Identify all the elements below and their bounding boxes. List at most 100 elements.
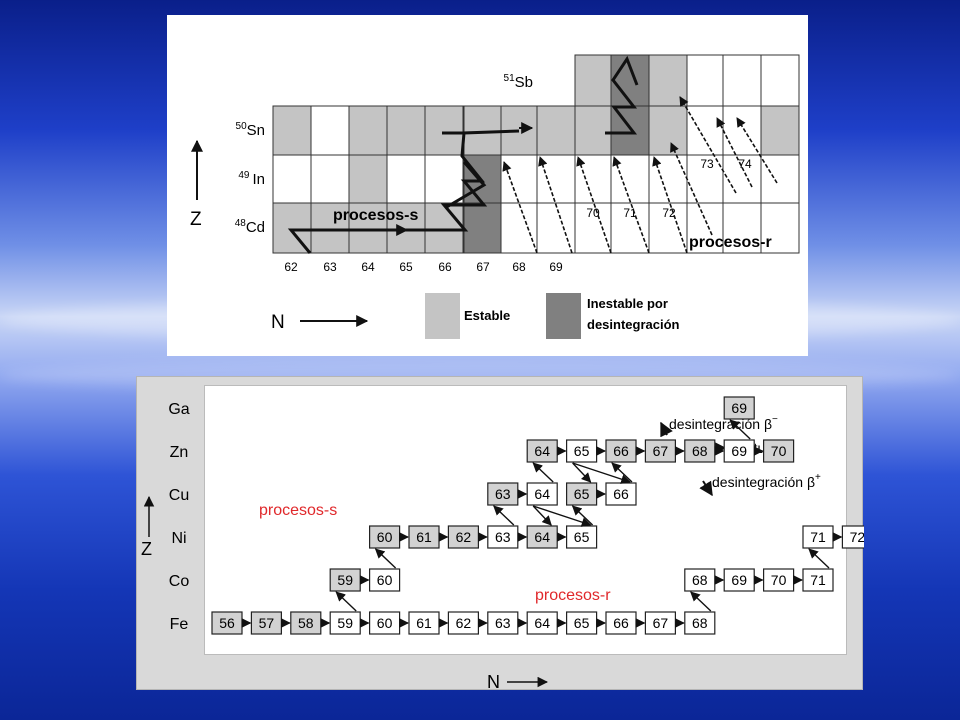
nuclide-box-label: 59: [337, 572, 353, 588]
legend-beta-minus: desintegración β−: [669, 414, 778, 432]
beta-minus-icon: [660, 421, 673, 438]
r-process-arrow: [538, 156, 573, 254]
s-process-path: [444, 161, 487, 210]
nuclide-cell: [348, 202, 388, 254]
r-process-arrow: [502, 161, 538, 254]
r-process-arrow: [612, 156, 650, 254]
legend-unstable-swatch: [546, 293, 581, 339]
nuclide-box: 62: [447, 525, 479, 549]
n-tick-65: 65: [399, 260, 413, 274]
nuclide-cell: [574, 154, 614, 205]
nuclide-box: 69: [723, 568, 755, 592]
bottom-transition-arrows: [241, 419, 843, 628]
cell-number-74: 74: [738, 157, 752, 171]
nuclide-box: 68: [684, 611, 716, 635]
nuclide-box-label: 64: [534, 486, 550, 502]
nuclide-box: 71: [802, 525, 834, 549]
bottom-nuclide-chart-panel: Ga Zn Cu Ni Co Fe Z N procesos-s proceso…: [136, 376, 864, 691]
nuclide-box-label: 63: [495, 615, 511, 631]
nuclide-box-label: 59: [337, 615, 353, 631]
nuclide-box-label: 56: [219, 615, 235, 631]
n-tick-63: 63: [323, 260, 337, 274]
nuclide-box: 65: [566, 525, 598, 549]
nuclide-box-label: 58: [298, 615, 314, 631]
n-axis-label: N: [487, 672, 500, 691]
nuclide-cell: [310, 154, 350, 205]
nuclide-box-label: 62: [456, 529, 472, 545]
nuclide-cell: [722, 105, 762, 156]
label-fe: Fe: [170, 616, 189, 633]
nuclide-cell: [648, 105, 688, 156]
bottom-chart-svg: Ga Zn Cu Ni Co Fe Z N procesos-s proceso…: [141, 396, 864, 691]
nuclide-box-label: 65: [574, 486, 590, 502]
label-zn: Zn: [170, 444, 189, 461]
nuclide-box: 64: [526, 611, 558, 635]
label-cu: Cu: [169, 487, 189, 504]
nuclide-box-label: 60: [377, 572, 393, 588]
nuclide-box: 71: [802, 568, 834, 592]
nuclide-box: 63: [487, 611, 519, 635]
nuclide-box-label: 64: [534, 615, 550, 631]
transition-arrow: [493, 505, 515, 526]
r-process-arrow: [679, 96, 737, 194]
nuclide-box: 60: [369, 611, 401, 635]
nuclide-box-frame: [841, 525, 864, 549]
nuclide-box-frame: [802, 568, 834, 592]
r-process-arrows: [502, 96, 778, 254]
nuclide-cell: [722, 202, 762, 254]
r-process-arrow: [716, 117, 753, 188]
r-process-arrow: [736, 117, 778, 184]
transition-arrow: [335, 591, 357, 612]
cell-number-73: 73: [700, 157, 714, 171]
nuclide-box: 67: [644, 439, 676, 463]
nuclide-box: 68: [684, 568, 716, 592]
nuclide-cell: [386, 154, 426, 205]
nuclide-box: 70: [762, 568, 795, 592]
nuclide-cell: [348, 154, 388, 205]
nuclide-box-frame: [723, 396, 755, 420]
nuclide-box: 66: [605, 611, 637, 635]
nuclide-cell: [272, 105, 312, 156]
nuclide-box-label: 63: [495, 486, 511, 502]
nuclide-box: 66: [605, 439, 637, 463]
nuclide-cell: [536, 154, 576, 205]
nuclide-box: 65: [566, 439, 598, 463]
nuclide-box: 60: [369, 568, 401, 592]
nuclide-box-label: 64: [534, 443, 550, 459]
label-ni: Ni: [171, 530, 186, 547]
nuclide-cell: [310, 105, 350, 156]
nuclide-box-label: 67: [653, 615, 669, 631]
legend-beta-plus: desintegración β+: [712, 472, 821, 490]
nuclide-box-label: 70: [771, 572, 787, 588]
z-axis-label: Z: [141, 539, 152, 559]
nuclide-box-label: 60: [377, 615, 393, 631]
nuclide-box-label: 61: [416, 615, 432, 631]
nuclide-box-label: 68: [692, 615, 708, 631]
nuclide-cell: [648, 154, 688, 205]
s-process-label: procesos-s: [259, 502, 337, 519]
nuclide-box: 67: [644, 611, 676, 635]
r-process-arrow: [652, 156, 688, 254]
nuclide-cell: [610, 105, 650, 156]
label-co: Co: [169, 573, 190, 590]
nuclide-box: 59: [329, 568, 361, 592]
nuclide-cell: [648, 202, 688, 254]
nuclide-box: 59: [329, 611, 361, 635]
nuclide-box: 61: [408, 611, 440, 635]
z-axis-label: Z: [190, 209, 202, 230]
nuclide-cell: [760, 154, 800, 205]
transition-arrow: [532, 462, 554, 483]
nuclide-cell: [500, 202, 540, 254]
nuclide-box-label: 60: [377, 529, 393, 545]
nuclide-cell: [348, 105, 388, 156]
nuclide-cell: [686, 105, 726, 156]
nuclide-box-label: 70: [771, 443, 787, 459]
nuclide-cell: [310, 202, 350, 254]
s-process-label: procesos-s: [333, 207, 418, 224]
r-process-arrow: [576, 156, 612, 254]
nuclide-box-label: 66: [613, 615, 629, 631]
nuclide-box-label: 69: [731, 443, 747, 459]
